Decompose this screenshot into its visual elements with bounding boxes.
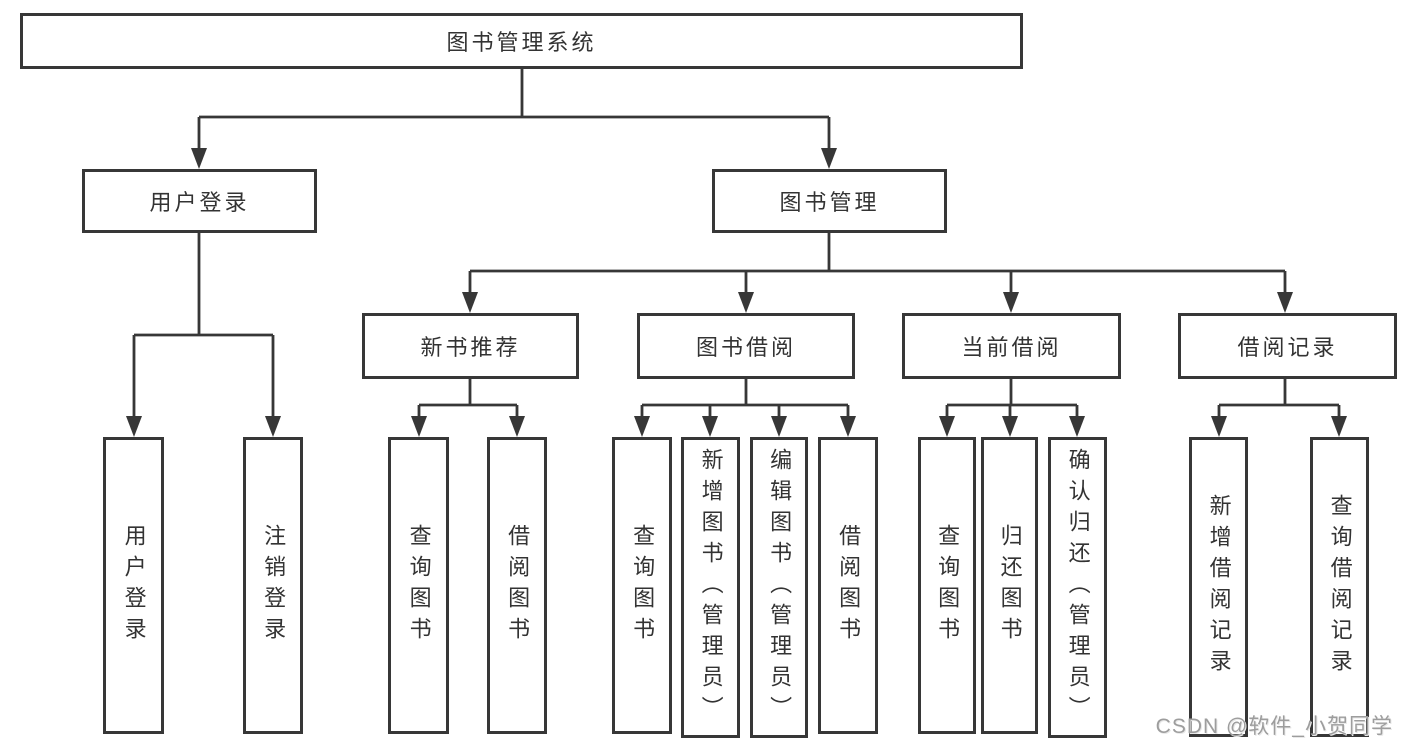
node-book-borrow: 图书借阅 — [637, 313, 855, 379]
connector-path — [132, 69, 1341, 420]
arrowhead — [191, 148, 207, 169]
node-root: 图书管理系统 — [20, 13, 1023, 69]
arrowhead — [840, 416, 856, 437]
node-current-borrow: 当前借阅 — [902, 313, 1121, 379]
arrowhead — [939, 416, 955, 437]
arrowhead — [462, 292, 478, 313]
leaf-return-book: 归还图书 — [981, 437, 1038, 734]
leaf-add-borrow-record: 新增借阅记录 — [1189, 437, 1248, 737]
leaf-label: 用户登录 — [121, 523, 147, 648]
leaf-label: 查询图书 — [406, 523, 432, 648]
leaf-label: 编辑图书（管理员） — [767, 448, 793, 727]
leaf-label: 借阅图书 — [505, 523, 531, 648]
arrowhead — [1003, 292, 1019, 313]
arrowhead — [1277, 292, 1293, 313]
arrowhead — [1002, 416, 1018, 437]
leaf-add-book-admin: 新增图书（管理员） — [681, 437, 740, 738]
leaf-logout: 注销登录 — [243, 437, 303, 734]
leaf-label: 新增图书（管理员） — [698, 448, 724, 727]
leaf-label: 借阅图书 — [836, 523, 862, 648]
leaf-label: 查询图书 — [935, 523, 961, 648]
leaf-label: 查询借阅记录 — [1327, 494, 1353, 680]
leaf-confirm-return-admin: 确认归还（管理员） — [1048, 437, 1107, 738]
leaf-label: 注销登录 — [261, 523, 287, 648]
arrowheads — [126, 148, 1347, 437]
arrowhead — [738, 292, 754, 313]
leaf-label: 归还图书 — [997, 523, 1023, 648]
node-new-book-recommend: 新书推荐 — [362, 313, 579, 379]
node-book-management: 图书管理 — [712, 169, 947, 233]
leaf-label: 确认归还（管理员） — [1065, 448, 1091, 727]
arrowhead — [509, 416, 525, 437]
leaf-edit-book-admin: 编辑图书（管理员） — [750, 437, 808, 738]
leaf-user-login: 用户登录 — [103, 437, 164, 734]
arrowhead — [771, 416, 787, 437]
leaf-query-borrow-record: 查询借阅记录 — [1310, 437, 1369, 737]
leaf-label: 新增借阅记录 — [1206, 494, 1232, 680]
arrowhead — [411, 416, 427, 437]
node-user-login: 用户登录 — [82, 169, 317, 233]
leaf-borrow-book-recommend: 借阅图书 — [487, 437, 547, 734]
arrowhead — [126, 416, 142, 437]
arrowhead — [634, 416, 650, 437]
arrowhead — [1331, 416, 1347, 437]
leaf-query-book-current: 查询图书 — [918, 437, 976, 734]
node-borrow-records: 借阅记录 — [1178, 313, 1397, 379]
leaf-label: 查询图书 — [630, 523, 656, 648]
arrowhead — [1069, 416, 1085, 437]
arrowhead — [1211, 416, 1227, 437]
leaf-query-book-borrow: 查询图书 — [612, 437, 672, 734]
leaf-query-book-recommend: 查询图书 — [388, 437, 449, 734]
leaf-borrow-book: 借阅图书 — [818, 437, 878, 734]
arrowhead — [702, 416, 718, 437]
arrowhead — [265, 416, 281, 437]
arrowhead — [821, 148, 837, 169]
